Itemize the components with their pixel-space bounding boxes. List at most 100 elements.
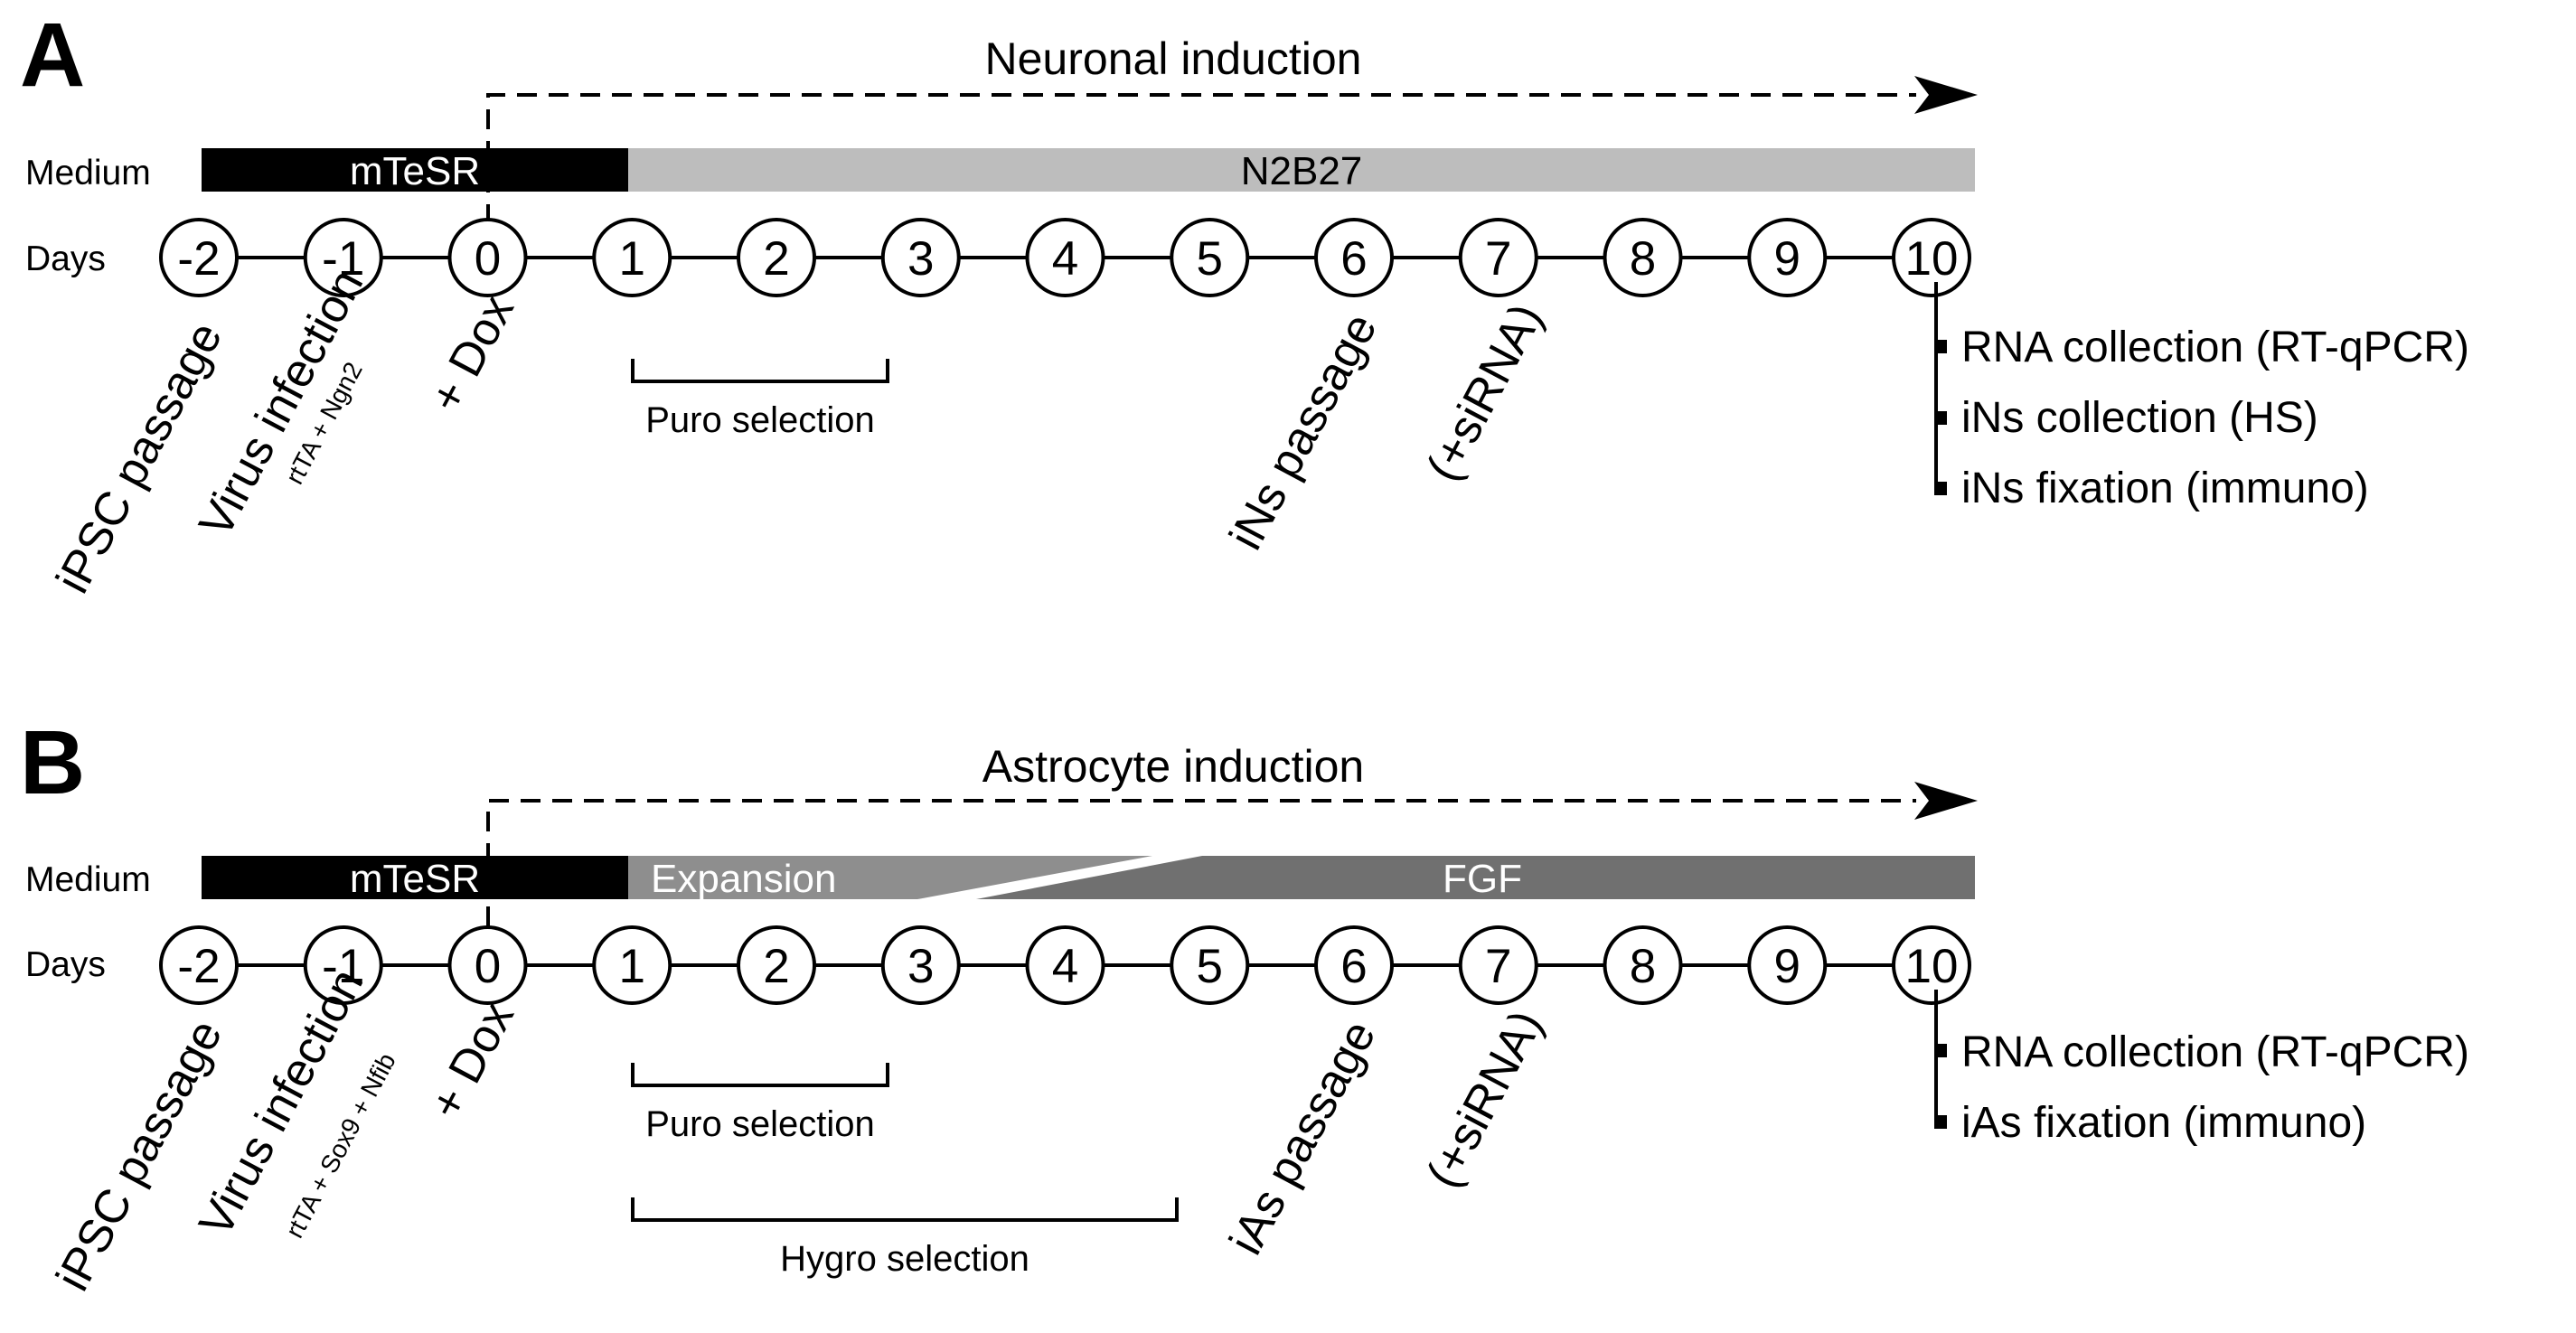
days-label: Days — [25, 239, 106, 278]
day-number: 3 — [907, 940, 934, 993]
event-label: (+siRNA) — [1416, 1002, 1553, 1197]
output-tick — [1934, 1044, 1947, 1057]
day-number: -1 — [322, 232, 364, 286]
day-circle — [1025, 925, 1105, 1005]
day-circle — [447, 925, 528, 1005]
medium-bar-label: mTeSR — [350, 149, 480, 193]
day-circle — [303, 925, 383, 1005]
medium-label: Medium — [25, 860, 151, 899]
day-number: -1 — [322, 940, 364, 993]
day-number: 10 — [1905, 940, 1959, 993]
day-number: 9 — [1774, 940, 1800, 993]
day-circle — [1747, 925, 1828, 1005]
day-number: 4 — [1052, 940, 1078, 993]
arrowhead-icon — [1914, 782, 1978, 820]
day-circle — [1892, 218, 1971, 297]
day-circle — [737, 925, 816, 1005]
day-number: 8 — [1630, 232, 1656, 286]
day-circle — [737, 218, 816, 297]
day-circle — [1603, 925, 1683, 1005]
day-number: 9 — [1774, 232, 1800, 286]
day-number: 5 — [1197, 940, 1223, 993]
day-circle — [1603, 218, 1683, 297]
event-label: iPSC passage — [46, 314, 232, 601]
day-number: 6 — [1340, 232, 1367, 286]
medium-label: Medium — [25, 154, 151, 192]
day-number: 8 — [1630, 940, 1656, 993]
medium-bar-expansion — [628, 856, 1152, 899]
day-number: 2 — [763, 232, 789, 286]
day-circle — [1458, 925, 1538, 1005]
day-number: 6 — [1340, 940, 1367, 993]
day-number: 3 — [907, 232, 934, 286]
event-label: + Dox — [419, 286, 524, 420]
days-label: Days — [25, 945, 106, 984]
day-number: 2 — [763, 940, 789, 993]
day-circle — [1458, 218, 1538, 297]
day-circle — [159, 925, 239, 1005]
day-markers: -2 -1 0 1 2 3 4 5 6 7 8 9 10 — [159, 925, 1971, 1005]
day-circle — [880, 925, 961, 1005]
induction-arrow — [486, 799, 1916, 990]
day-number: 7 — [1485, 232, 1511, 286]
day-number: 4 — [1052, 232, 1078, 286]
output-tick — [1934, 340, 1947, 353]
day-circle — [1314, 218, 1394, 297]
medium-bar-n2b27 — [628, 148, 1975, 192]
output-tick — [1934, 482, 1947, 495]
day-number: 0 — [475, 232, 501, 286]
medium-bar-fgf — [976, 856, 1975, 899]
event-label: iPSC passage — [46, 1011, 232, 1299]
selection-label: Puro selection — [645, 400, 874, 440]
day-number: -2 — [177, 940, 220, 993]
day-circle — [159, 218, 239, 297]
event-label: + Dox — [419, 993, 524, 1127]
event-label: (+siRNA) — [1416, 296, 1553, 490]
day-number: -2 — [177, 232, 220, 286]
panel-b: B Astrocyte induction Medium mTeSR Expan… — [20, 712, 2469, 1300]
day-circle — [592, 218, 672, 297]
selection-label: Puro selection — [645, 1104, 874, 1144]
day-number: 0 — [475, 940, 501, 993]
medium-bar-label: N2B27 — [1241, 149, 1363, 193]
selection-bracket — [631, 359, 889, 383]
selection-bracket — [631, 1063, 889, 1087]
event-label: iAs passage — [1219, 1012, 1386, 1263]
output-label: RNA collection (RT-qPCR) — [1961, 324, 2469, 371]
day-number: 5 — [1197, 232, 1223, 286]
day-circle — [1170, 925, 1250, 1005]
day-markers: -2 -1 0 1 2 3 4 5 6 7 8 9 10 — [159, 218, 1971, 297]
day-number: 10 — [1905, 232, 1959, 286]
panel-title: Astrocyte induction — [982, 741, 1364, 792]
output-label: iNs collection (HS) — [1961, 394, 2318, 442]
output-label: iNs fixation (immuno) — [1961, 465, 2369, 512]
panel-title: Neuronal induction — [985, 33, 1362, 84]
day-number: 7 — [1485, 940, 1511, 993]
event-label: iNs passage — [1219, 305, 1387, 559]
day-circle — [1314, 925, 1394, 1005]
day-circle — [447, 218, 528, 297]
medium-bar-label: FGF — [1443, 857, 1522, 901]
day-number: 1 — [619, 232, 645, 286]
event-label: Virus infection — [189, 961, 373, 1245]
medium-bar-label: Expansion — [651, 857, 836, 901]
output-tick — [1934, 411, 1947, 425]
medium-bar-mtesr — [202, 856, 628, 899]
output-label: iAs fixation (immuno) — [1961, 1099, 2366, 1147]
output-tick — [1934, 1115, 1947, 1129]
day-circle — [1025, 218, 1105, 297]
day-circle — [1892, 925, 1971, 1005]
medium-bar-mtesr — [202, 148, 628, 192]
output-label: RNA collection (RT-qPCR) — [1961, 1028, 2469, 1076]
panel-a: A Neuronal induction Medium mTeSR N2B27 … — [20, 5, 2469, 602]
day-circle — [880, 218, 961, 297]
day-number: 1 — [619, 940, 645, 993]
selection-label: Hygro selection — [780, 1239, 1029, 1279]
day-circle — [303, 218, 383, 297]
day-circle — [592, 925, 672, 1005]
panel-letter: B — [20, 712, 85, 813]
selection-bracket — [631, 1197, 1179, 1222]
day-circle — [1170, 218, 1250, 297]
panel-letter: A — [20, 5, 85, 106]
